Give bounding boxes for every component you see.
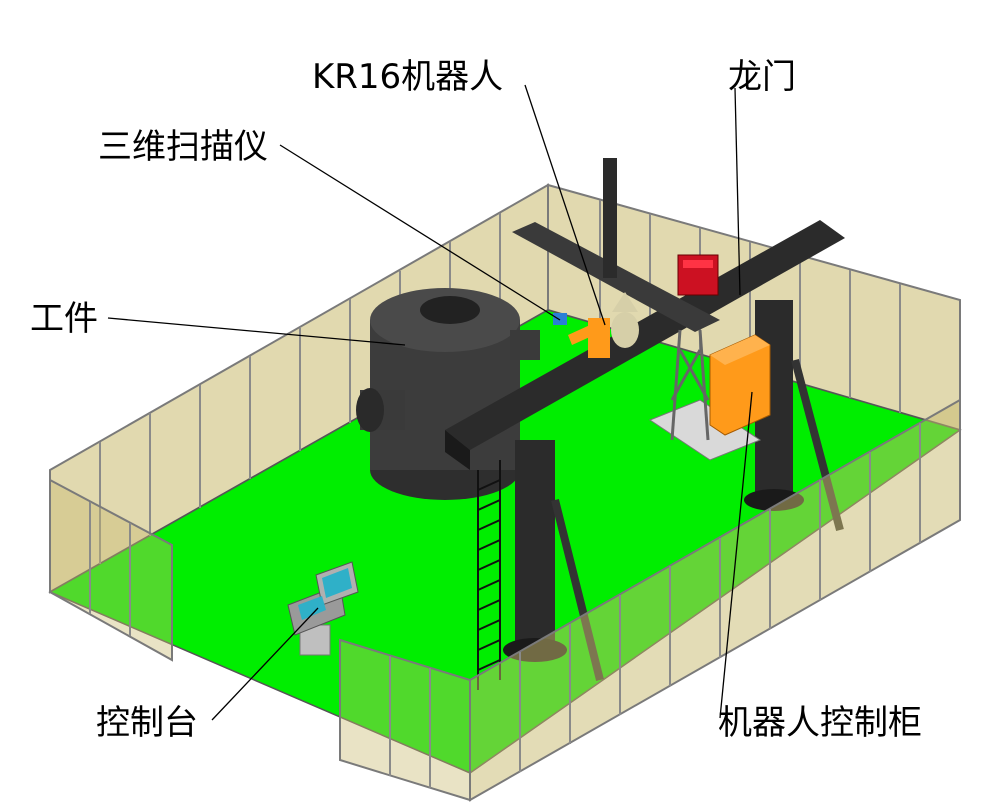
front-fence: [49, 398, 961, 802]
kr16-robot: [568, 292, 639, 358]
fence-posts-front: [89, 423, 921, 788]
scanner-label: 三维扫描仪: [98, 127, 268, 167]
gantry-label: 龙门: [728, 57, 796, 97]
ladder-rungs: [477, 479, 501, 671]
robot-label: KR16机器人: [312, 57, 504, 97]
workpiece: [356, 288, 540, 500]
console-label: 控制台: [96, 703, 198, 743]
robot-cabinet-label: 机器人控制柜: [718, 703, 922, 743]
leader-lines: [107, 84, 753, 721]
scanner: [553, 313, 567, 325]
red-box: [677, 254, 719, 296]
trolley-platform: [648, 399, 762, 461]
trolley-frame: [670, 329, 710, 441]
robot-cabinet: [709, 334, 771, 436]
workpiece-label: 工件: [30, 299, 98, 339]
